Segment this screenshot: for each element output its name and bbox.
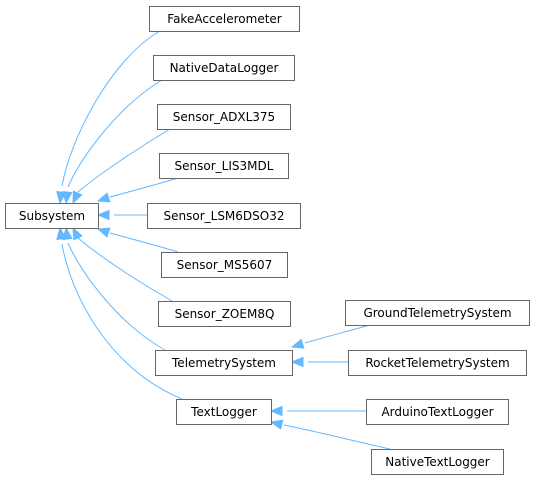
- edge-line: [77, 128, 171, 193]
- class-node-box[interactable]: [348, 350, 527, 376]
- class-node-box[interactable]: [157, 104, 291, 130]
- edge-line: [109, 232, 179, 253]
- node-layer: Subsystem FakeAccelerometerNativeDataLogg…: [5, 6, 530, 475]
- class-node-fake-accel[interactable]: FakeAccelerometer: [149, 6, 300, 32]
- edge-line: [67, 79, 163, 188]
- class-node-label[interactable]: Sensor_ZOEM8Q: [175, 307, 275, 321]
- class-node-zoem8q[interactable]: Sensor_ZOEM8Q: [158, 301, 291, 327]
- class-node-adxl375[interactable]: Sensor_ADXL375: [157, 104, 291, 130]
- class-node-box[interactable]: [147, 203, 301, 229]
- inheritance-arrowhead: [96, 192, 111, 203]
- inheritance-edge-arduino_text_logger-to-text_logger: [269, 405, 366, 417]
- class-node-lsm6dso32[interactable]: Sensor_LSM6DSO32: [147, 203, 301, 229]
- class-node-label[interactable]: Sensor_LSM6DSO32: [164, 209, 285, 223]
- class-node-label[interactable]: Sensor_LIS3MDL: [175, 159, 274, 173]
- class-node-lis3mdl[interactable]: Sensor_LIS3MDL: [159, 153, 289, 179]
- inheritance-edge-telemetry_system-to-subsystem: [62, 226, 166, 351]
- class-node-label[interactable]: FakeAccelerometer: [167, 12, 282, 26]
- inheritance-edge-text_logger-to-subsystem: [56, 226, 183, 400]
- class-node-box[interactable]: [159, 153, 289, 179]
- inheritance-arrowhead: [72, 190, 83, 205]
- class-node-box[interactable]: [161, 252, 288, 278]
- class-node-label[interactable]: Sensor_ADXL375: [173, 110, 275, 124]
- class-node-label[interactable]: Subsystem: [19, 209, 85, 223]
- inheritance-edge-rocket_telemetry-to-telemetry_system: [290, 356, 348, 368]
- class-node-ms5607[interactable]: Sensor_MS5607: [161, 252, 288, 278]
- inheritance-arrowhead: [96, 209, 110, 221]
- inheritance-edge-native_text_logger-to-text_logger: [269, 419, 391, 450]
- class-node-box[interactable]: [176, 399, 272, 425]
- inheritance-arrowhead: [96, 227, 111, 238]
- edge-line: [67, 242, 166, 351]
- class-node-ground-telemetry[interactable]: GroundTelemetrySystem: [345, 300, 530, 326]
- class-node-label[interactable]: NativeDataLogger: [170, 61, 279, 75]
- class-node-arduino-text-logger[interactable]: ArduinoTextLogger: [366, 399, 509, 425]
- class-node-box[interactable]: [345, 300, 530, 326]
- inheritance-edge-lis3mdl-to-subsystem: [96, 177, 179, 203]
- class-node-native-datalogger[interactable]: NativeDataLogger: [153, 55, 295, 81]
- inheritance-arrowhead: [62, 190, 73, 205]
- class-node-box[interactable]: [153, 55, 295, 81]
- inheritance-arrowhead: [269, 405, 283, 417]
- inheritance-edge-ground_telemetry-to-telemetry_system: [290, 324, 371, 349]
- inheritance-edge-zoem8q-to-subsystem: [72, 226, 173, 302]
- class-node-rocket-telemetry[interactable]: RocketTelemetrySystem: [348, 350, 527, 376]
- edge-line: [61, 30, 161, 187]
- inheritance-arrowhead: [290, 356, 304, 368]
- class-node-label[interactable]: Sensor_MS5607: [177, 258, 273, 272]
- class-node-box[interactable]: [5, 203, 99, 229]
- class-node-box[interactable]: [366, 399, 509, 425]
- class-node-box[interactable]: [149, 6, 300, 32]
- inheritance-edge-ms5607-to-subsystem: [96, 227, 179, 253]
- class-node-box[interactable]: [371, 449, 504, 475]
- class-node-box[interactable]: [158, 301, 291, 327]
- edge-line: [109, 177, 179, 198]
- class-node-label[interactable]: ArduinoTextLogger: [381, 405, 493, 419]
- inheritance-edge-adxl375-to-subsystem: [72, 128, 171, 205]
- class-node-label[interactable]: TextLogger: [190, 405, 257, 419]
- class-node-native-text-logger[interactable]: NativeTextLogger: [371, 449, 504, 475]
- class-node-label[interactable]: TelemetrySystem: [171, 356, 276, 370]
- inheritance-edge-lsm6dso32-to-subsystem: [96, 209, 147, 221]
- edge-line: [304, 324, 371, 344]
- edge-line: [61, 243, 183, 400]
- inheritance-edge-native_datalogger-to-subsystem: [62, 79, 163, 205]
- inheritance-arrowhead: [72, 226, 83, 241]
- edge-layer: [56, 30, 391, 450]
- inheritance-arrowhead: [56, 226, 67, 241]
- class-node-label[interactable]: RocketTelemetrySystem: [365, 356, 509, 370]
- class-node-text-logger[interactable]: TextLogger: [176, 399, 272, 425]
- class-node-telemetry-system[interactable]: TelemetrySystem: [155, 350, 293, 376]
- edge-line: [77, 237, 173, 302]
- inheritance-arrowhead: [290, 338, 305, 349]
- class-node-label[interactable]: GroundTelemetrySystem: [363, 306, 511, 320]
- edge-line: [283, 424, 391, 450]
- class-node-box[interactable]: [155, 350, 293, 376]
- class-node-label[interactable]: NativeTextLogger: [385, 455, 490, 469]
- class-node-subsystem[interactable]: Subsystem: [5, 203, 99, 229]
- inheritance-arrowhead: [269, 419, 284, 430]
